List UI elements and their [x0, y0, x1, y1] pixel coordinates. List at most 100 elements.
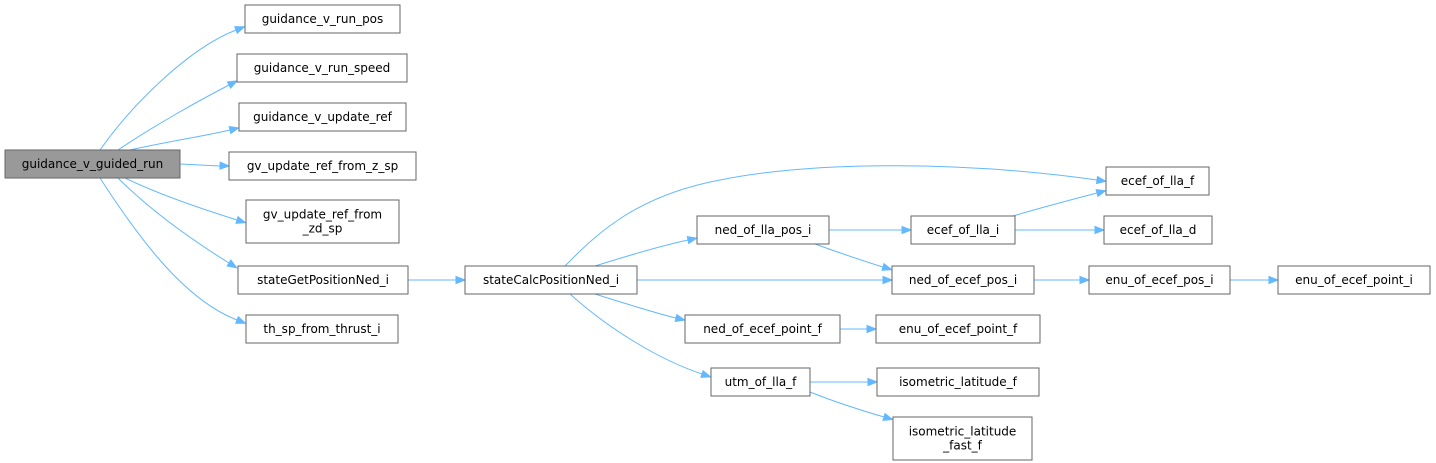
node-ned_ecef_point_f[interactable]: ned_of_ecef_point_f	[684, 314, 841, 344]
arrowhead-icon	[235, 215, 247, 224]
edge-ecef_lla_i-to-ecef_lla_f	[1012, 189, 1108, 217]
node-label: isometric_latitude	[909, 425, 1017, 439]
node-box[interactable]	[892, 416, 1033, 461]
node-label: ecef_of_lla_i	[927, 223, 1000, 237]
edge-line	[179, 163, 221, 167]
node-box[interactable]	[710, 367, 811, 397]
edge-stateGet-to-stateCalc	[408, 275, 467, 285]
edge-utm-to-iso_lat_fast	[809, 391, 894, 421]
node-label: gv_update_ref_from_z_sp	[247, 159, 398, 173]
node-label: enu_of_ecef_point_f	[899, 322, 1018, 336]
node-box[interactable]	[245, 199, 400, 244]
node-label: ecef_of_lla_f	[1121, 174, 1195, 188]
arrowhead-icon	[882, 275, 894, 285]
node-box[interactable]	[875, 314, 1041, 344]
arrowhead-icon	[226, 259, 238, 269]
edge-ned_ecef_pos-to-enu_ecef_pos	[1034, 275, 1091, 285]
edge-ned_lla_pos-to-ecef_lla_i	[829, 225, 913, 235]
node-ned_ecef_pos[interactable]: ned_of_ecef_pos_i	[891, 265, 1035, 295]
node-label: guidance_v_run_speed	[254, 61, 391, 75]
node-iso_lat_fast[interactable]: isometric_latitude_fast_f	[892, 416, 1033, 461]
node-box[interactable]	[245, 314, 399, 344]
arrowhead-icon	[674, 313, 687, 323]
arrowhead-icon	[1094, 225, 1106, 235]
edge-root-to-th_sp	[99, 177, 247, 324]
node-label: _zd_sp	[302, 222, 343, 236]
node-ecef_lla_f[interactable]: ecef_of_lla_f	[1105, 166, 1210, 196]
node-box[interactable]	[696, 215, 830, 245]
edge-line	[117, 177, 230, 264]
edge-line	[594, 239, 689, 267]
node-box[interactable]	[1103, 215, 1213, 245]
nodes-layer: guidance_v_guided_run guidance_v_run_posg…	[4, 4, 1431, 461]
arrowhead-icon	[867, 377, 879, 387]
edge-line	[117, 84, 230, 151]
node-enu_ecef_point_f[interactable]: enu_of_ecef_point_f	[875, 314, 1041, 344]
edge-stateCalc-to-ecef_lla_f	[564, 165, 1108, 267]
node-label: stateCalcPositionNed_i	[483, 273, 619, 287]
node-root[interactable]: guidance_v_guided_run	[4, 149, 181, 179]
arrowhead-icon	[1268, 275, 1280, 285]
node-box[interactable]	[237, 265, 409, 295]
arrowhead-icon	[226, 80, 239, 89]
node-gv_update_z[interactable]: gv_update_ref_from_z_sp	[228, 151, 417, 181]
edge-stateCalc-to-utm	[569, 293, 712, 378]
node-label: ned_of_lla_pos_i	[715, 223, 812, 237]
edge-line	[564, 165, 1098, 267]
node-box[interactable]	[876, 367, 1040, 397]
arrowhead-icon	[881, 262, 893, 271]
node-utm[interactable]: utm_of_lla_f	[710, 367, 811, 397]
arrowhead-icon	[1079, 275, 1091, 285]
node-run_speed[interactable]: guidance_v_run_speed	[236, 53, 408, 83]
node-box[interactable]	[1088, 265, 1231, 295]
node-label: ned_of_ecef_point_f	[703, 322, 822, 336]
arrowhead-icon	[700, 369, 712, 378]
edge-root-to-run_speed	[117, 80, 239, 151]
edge-line	[809, 391, 885, 418]
node-enu_ecef_pos[interactable]: enu_of_ecef_pos_i	[1088, 265, 1231, 295]
arrowhead-icon	[455, 275, 467, 285]
node-box[interactable]	[244, 4, 401, 34]
node-label: enu_of_ecef_point_i	[1295, 273, 1413, 287]
edges-layer	[99, 26, 1280, 421]
edge-ecef_lla_i-to-ecef_lla_d	[1015, 225, 1106, 235]
node-box[interactable]	[4, 149, 181, 179]
node-box[interactable]	[238, 102, 407, 132]
node-stateCalc[interactable]: stateCalcPositionNed_i	[464, 265, 638, 295]
arrowhead-icon	[901, 225, 913, 235]
node-box[interactable]	[684, 314, 841, 344]
node-label: _fast_f	[942, 439, 983, 453]
node-ned_lla_pos[interactable]: ned_of_lla_pos_i	[696, 215, 830, 245]
edge-stateCalc-to-ned_ecef_pos	[637, 275, 894, 285]
arrowhead-icon	[233, 26, 246, 35]
node-box[interactable]	[236, 53, 408, 83]
node-ecef_lla_d[interactable]: ecef_of_lla_d	[1103, 215, 1213, 245]
edge-line	[1012, 192, 1098, 217]
node-enu_ecef_point_i[interactable]: enu_of_ecef_point_i	[1277, 265, 1431, 295]
node-update_ref[interactable]: guidance_v_update_ref	[238, 102, 407, 132]
edge-ned_ecef_point_f-to-enu_ecef_point_f	[840, 324, 878, 334]
edge-utm-to-iso_lat	[810, 377, 879, 387]
node-box[interactable]	[910, 215, 1016, 245]
node-gv_update_zd[interactable]: gv_update_ref_from_zd_sp	[245, 199, 400, 244]
node-stateGet[interactable]: stateGetPositionNed_i	[237, 265, 409, 295]
node-box[interactable]	[228, 151, 417, 181]
node-th_sp[interactable]: th_sp_from_thrust_i	[245, 314, 399, 344]
node-ecef_lla_i[interactable]: ecef_of_lla_i	[910, 215, 1016, 245]
edge-root-to-gv_update_z	[179, 161, 231, 170]
node-box[interactable]	[891, 265, 1035, 295]
node-iso_lat[interactable]: isometric_latitude_f	[876, 367, 1040, 397]
node-label: utm_of_lla_f	[725, 375, 798, 389]
node-label: guidance_v_guided_run	[22, 157, 164, 171]
node-label: isometric_latitude_f	[899, 375, 1018, 389]
node-box[interactable]	[1105, 166, 1210, 196]
edge-line	[569, 293, 703, 375]
node-box[interactable]	[1277, 265, 1431, 295]
edge-stateCalc-to-ned_lla_pos	[594, 235, 699, 267]
node-label: enu_of_ecef_pos_i	[1105, 273, 1213, 287]
node-run_pos[interactable]: guidance_v_run_pos	[244, 4, 401, 34]
edge-root-to-gv_update_zd	[124, 177, 247, 224]
node-box[interactable]	[464, 265, 638, 295]
node-label: gv_update_ref_from	[263, 208, 382, 222]
arrowhead-icon	[235, 315, 247, 324]
